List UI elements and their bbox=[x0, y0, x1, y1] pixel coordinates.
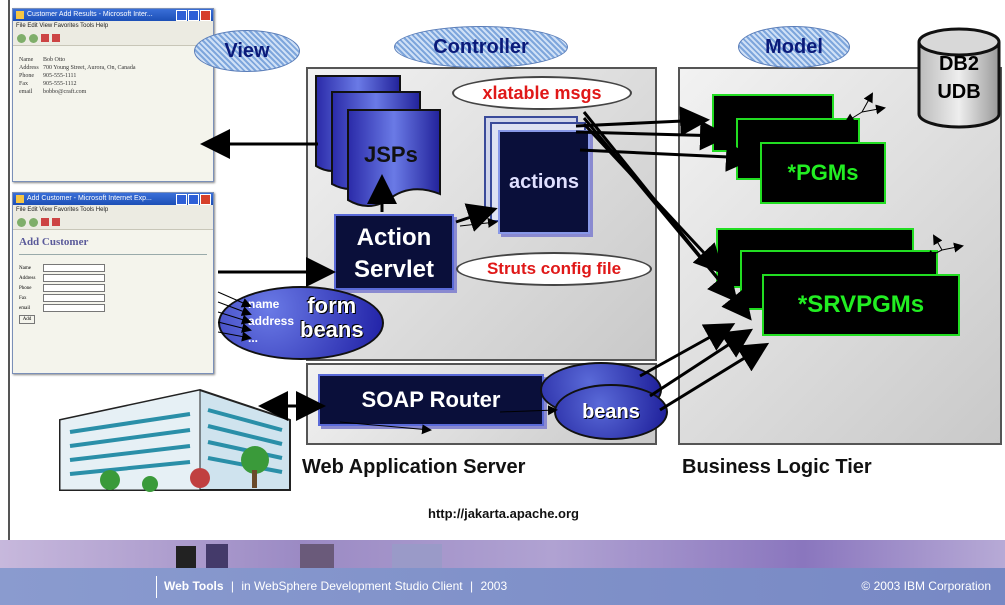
form-field-row: Fax bbox=[13, 293, 213, 303]
footer-year: 2003 bbox=[480, 579, 508, 593]
form-field-label: email bbox=[19, 305, 31, 311]
result-field-value: 700 Young Street, Aurora, On, Canada bbox=[43, 65, 136, 71]
form-field-input[interactable] bbox=[43, 294, 105, 302]
form-beans-line1: form bbox=[307, 293, 357, 318]
window-title: Customer Add Results - Microsoft Inter..… bbox=[27, 11, 153, 18]
window-titlebar: Add Customer - Microsoft Internet Exp... bbox=[13, 193, 213, 205]
result-field-row: email bobbo@craft.com bbox=[19, 88, 207, 96]
window-titlebar: Customer Add Results - Microsoft Inter..… bbox=[13, 9, 213, 21]
footer-sep1: | bbox=[230, 579, 235, 593]
form-bean-field: ... bbox=[248, 331, 259, 345]
footer-copyright: © 2003 IBM Corporation bbox=[861, 579, 991, 593]
window-toolbar bbox=[13, 215, 213, 230]
business-logic-label: Business Logic Tier bbox=[682, 456, 872, 478]
xlatable-msgs-oval: xlatable msgs bbox=[452, 76, 632, 110]
form-field-label: Address bbox=[19, 275, 36, 281]
form-field-input[interactable] bbox=[43, 304, 105, 312]
office-building-icon bbox=[59, 388, 291, 492]
form-bean-field: address bbox=[248, 314, 295, 328]
pgms-box: *PGMs bbox=[760, 142, 886, 204]
footer-left: Web Tools | in WebSphere Development Stu… bbox=[164, 579, 507, 593]
result-field-key: Phone bbox=[19, 73, 34, 79]
actions-box: actions bbox=[498, 130, 590, 234]
action-servlet-line2: Servlet bbox=[353, 256, 435, 283]
window-menubar: File Edit View Favorites Tools Help bbox=[13, 205, 213, 215]
result-field-row: Name Bob Otto bbox=[19, 56, 207, 64]
add-customer-window: Add Customer - Microsoft Internet Exp...… bbox=[12, 192, 214, 374]
form-field-label: Fax bbox=[19, 295, 27, 301]
window-menubar: File Edit View Favorites Tools Help bbox=[13, 21, 213, 31]
form-field-input[interactable] bbox=[43, 284, 105, 292]
result-field-row: Phone 905-555-1111 bbox=[19, 72, 207, 80]
form-beans-label: form beans bbox=[300, 294, 364, 342]
form-field-label: Name bbox=[19, 265, 31, 271]
db2-line1: DB2 bbox=[938, 53, 979, 75]
window-toolbar bbox=[13, 31, 213, 46]
form-field-row: email bbox=[13, 303, 213, 313]
result-field-value: 905-555-1112 bbox=[43, 81, 77, 87]
result-field-row: Address 700 Young Street, Aurora, On, Can… bbox=[19, 64, 207, 72]
add-button[interactable]: Add bbox=[19, 315, 35, 324]
model-pill: Model bbox=[738, 26, 850, 68]
left-border bbox=[8, 0, 10, 540]
footer-bar: Web Tools | in WebSphere Development Stu… bbox=[0, 568, 1005, 605]
action-servlet-line1: Action bbox=[356, 224, 432, 251]
form-field-row: Phone bbox=[13, 283, 213, 293]
form-field-label: Phone bbox=[19, 285, 32, 291]
form-field-input[interactable] bbox=[43, 264, 105, 272]
result-field-row: Fax 905-555-1112 bbox=[19, 80, 207, 88]
footer-context: in WebSphere Development Studio Client bbox=[241, 579, 463, 593]
result-field-key: Address bbox=[19, 65, 39, 71]
struts-config-oval: Struts config file bbox=[456, 252, 652, 286]
result-field-value: Bob Otto bbox=[43, 57, 66, 63]
footer-sep2: | bbox=[469, 579, 474, 593]
form-field-row: Address bbox=[13, 273, 213, 283]
result-field-value: 905-555-1111 bbox=[43, 73, 77, 79]
footer-divider bbox=[156, 576, 157, 598]
form-beans-fields: name address... bbox=[248, 296, 294, 347]
form-bean-field: name bbox=[248, 297, 280, 311]
footer-product: Web Tools bbox=[164, 579, 224, 593]
controller-pill: Controller bbox=[394, 26, 568, 68]
window-title: Add Customer - Microsoft Internet Exp... bbox=[27, 195, 152, 202]
form-field-row: Name bbox=[13, 263, 213, 273]
srvpgms-box: *SRVPGMs bbox=[762, 274, 960, 336]
flow-arrows bbox=[200, 92, 964, 435]
jsps-label: JSPs bbox=[364, 142, 418, 167]
view-pill: View bbox=[194, 30, 300, 72]
result-field-key: Name bbox=[19, 57, 34, 63]
action-servlet-box: Action Servlet bbox=[334, 214, 454, 290]
db2-database-icon bbox=[917, 27, 1001, 129]
result-field-key: Fax bbox=[19, 81, 28, 87]
form-field-input[interactable] bbox=[43, 274, 105, 282]
form-heading: Add Customer bbox=[19, 236, 89, 248]
footer-photo-2 bbox=[206, 544, 228, 574]
footer-photo-1 bbox=[176, 546, 196, 574]
result-field-value: bobbo@craft.com bbox=[43, 89, 87, 95]
db2-line2: UDB bbox=[937, 81, 981, 103]
form-divider bbox=[19, 254, 207, 255]
form-beans-line2: beans bbox=[300, 317, 364, 342]
web-app-server-label: Web Application Server bbox=[302, 456, 526, 478]
result-field-key: email bbox=[19, 89, 33, 95]
source-url[interactable]: http://jakarta.apache.org bbox=[428, 506, 579, 521]
customer-results-window: Customer Add Results - Microsoft Inter..… bbox=[12, 8, 214, 182]
beans-oval: beans bbox=[554, 384, 668, 440]
db2-label: DB2 UDB bbox=[916, 50, 1002, 106]
